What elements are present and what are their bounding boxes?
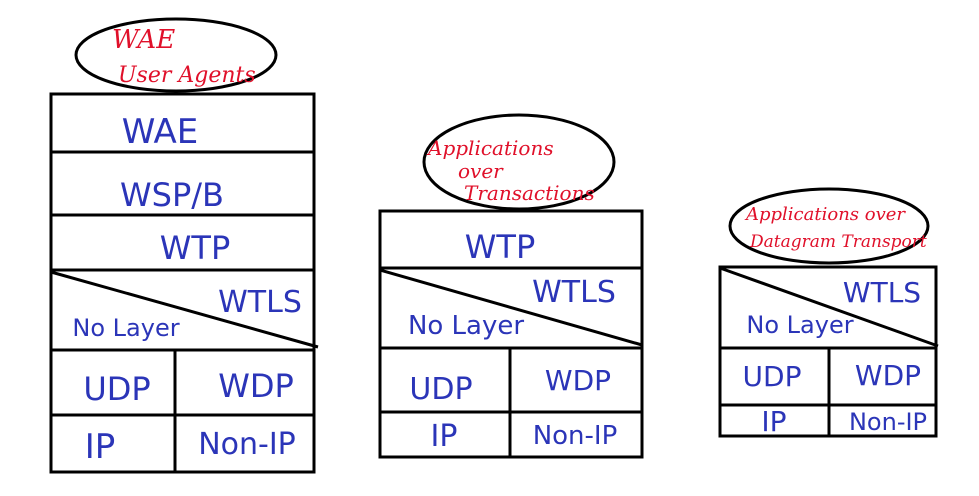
stack-1-wdp: WDP	[218, 367, 294, 405]
stack-2-wtls: WTLS	[532, 275, 616, 310]
stack-3-wtls: WTLS	[843, 276, 921, 309]
stack-3: Applications over Datagram Transport WTL…	[718, 187, 939, 438]
stack-2: Applications over Transactions WTP WTLS …	[378, 113, 644, 459]
stack-2-no-layer: No Layer	[408, 311, 524, 341]
stack-3-ip: IP	[761, 405, 786, 438]
stack-1-udp: UDP	[83, 370, 150, 408]
stack-1-no-layer: No Layer	[72, 314, 179, 342]
stack-3-diagonal	[719, 266, 939, 348]
stack-1-bubble	[74, 17, 278, 93]
stack-2-diagonal	[379, 268, 643, 347]
stack-1-layer-2: WSP/B	[120, 176, 224, 214]
stack-2-udp: UDP	[409, 372, 472, 407]
stack-2-bubble-line-2: over	[458, 159, 504, 183]
stack-1-layer-3: WTP	[160, 229, 230, 267]
stack-3-bubble-line-2: Datagram Transport	[749, 232, 927, 252]
stack-3-wdp: WDP	[855, 359, 921, 392]
stack-3-bubble	[728, 187, 930, 265]
stack-1-bubble-line-1: WAE	[112, 25, 175, 55]
stack-2-non-ip: Non-IP	[533, 421, 618, 451]
stack-1: WAE User Agents WAE WSP/B WTP WTLS No La…	[49, 17, 319, 474]
stack-2-bubble-line-3: Transactions	[464, 181, 595, 205]
stack-2-layer-1: WTP	[465, 228, 535, 266]
stack-2-wdp: WDP	[545, 364, 611, 397]
stack-1-frame	[49, 92, 316, 474]
stack-1-layer-1: WAE	[122, 112, 199, 152]
stack-3-udp: UDP	[743, 360, 802, 393]
stack-2-bubble-line-1: Applications	[426, 136, 554, 160]
stack-3-no-layer: No Layer	[746, 311, 853, 339]
stack-3-non-ip: Non-IP	[849, 408, 927, 436]
stack-2-bubble	[422, 113, 616, 211]
stack-1-wtls: WTLS	[218, 285, 302, 320]
stack-3-bubble-line-1: Applications over	[744, 204, 906, 225]
stack-2-ip: IP	[431, 419, 458, 454]
stack-1-ip: IP	[85, 427, 116, 467]
stack-1-non-ip: Non-IP	[198, 427, 296, 462]
stack-1-diagonal	[50, 270, 319, 349]
stack-1-bubble-line-2: User Agents	[118, 63, 256, 88]
